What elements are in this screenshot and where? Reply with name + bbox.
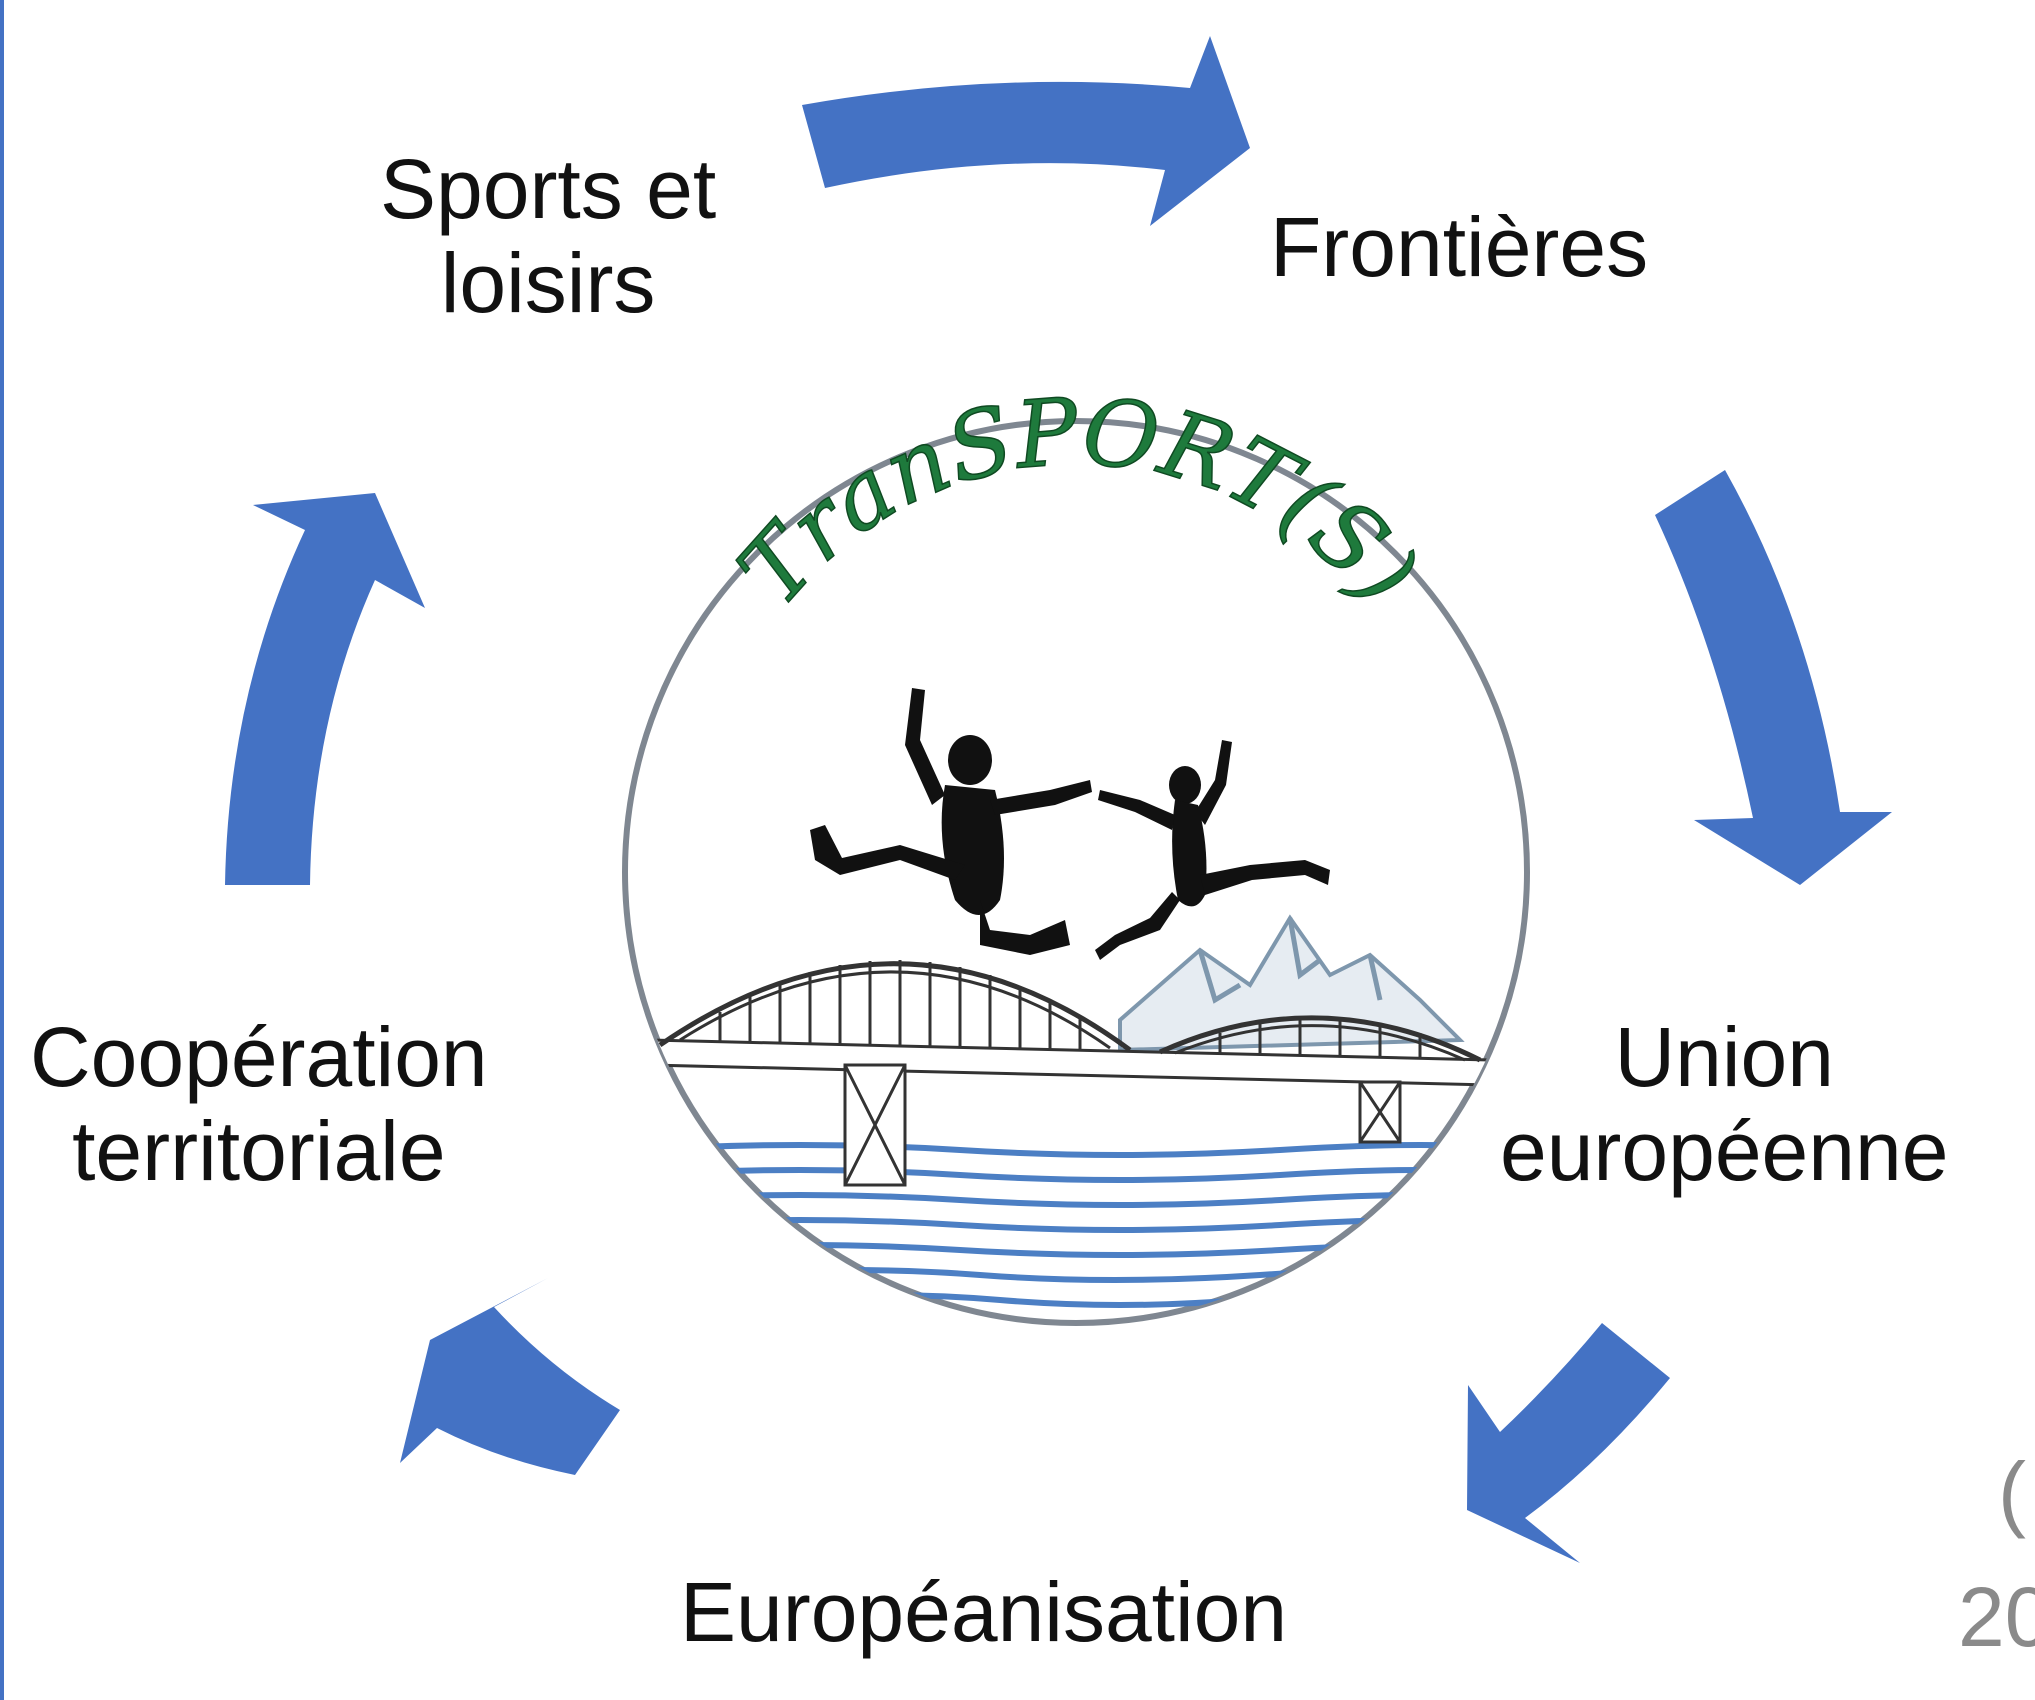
label-sports-et-loisirs: Sports et loisirs <box>380 142 716 330</box>
left-border-rule <box>0 0 4 1700</box>
label-sports-line2: loisirs <box>440 236 656 331</box>
label-union-line1: Union <box>1614 1010 1834 1104</box>
jumping-people-silhouette <box>810 688 1330 960</box>
label-sports-line1: Sports et <box>380 142 717 236</box>
arrow-frontieres-to-union <box>1655 470 1892 885</box>
arrow-union-to-europeanisation <box>1467 1323 1670 1563</box>
transports-logo: TranSPORT(S) <box>622 377 1530 1326</box>
label-europeanisation: Européanisation <box>680 1565 1287 1659</box>
arrow-sports-to-frontieres <box>802 36 1250 226</box>
label-europeanisation-text: Européanisation <box>680 1565 1288 1659</box>
label-cooperation-territoriale: Coopération territoriale <box>30 1010 488 1198</box>
corner-partial-text-1: ( <box>1998 1445 2026 1539</box>
label-union-europeenne: Union européenne <box>1500 1010 1948 1198</box>
bridge-icon <box>648 960 1492 1187</box>
corner-partial-text-2: 20 <box>1958 1570 2035 1664</box>
label-cooperation-line2: territoriale <box>72 1104 446 1199</box>
arrow-europeanisation-to-cooperation <box>400 1278 620 1475</box>
label-frontieres-text: Frontières <box>1270 200 1649 294</box>
label-frontieres: Frontières <box>1270 200 1648 294</box>
arrow-cooperation-to-sports <box>225 493 425 885</box>
label-cooperation-line1: Coopération <box>30 1010 488 1104</box>
label-union-line2: européenne <box>1500 1104 1949 1199</box>
mountains-icon <box>1118 914 1465 1053</box>
